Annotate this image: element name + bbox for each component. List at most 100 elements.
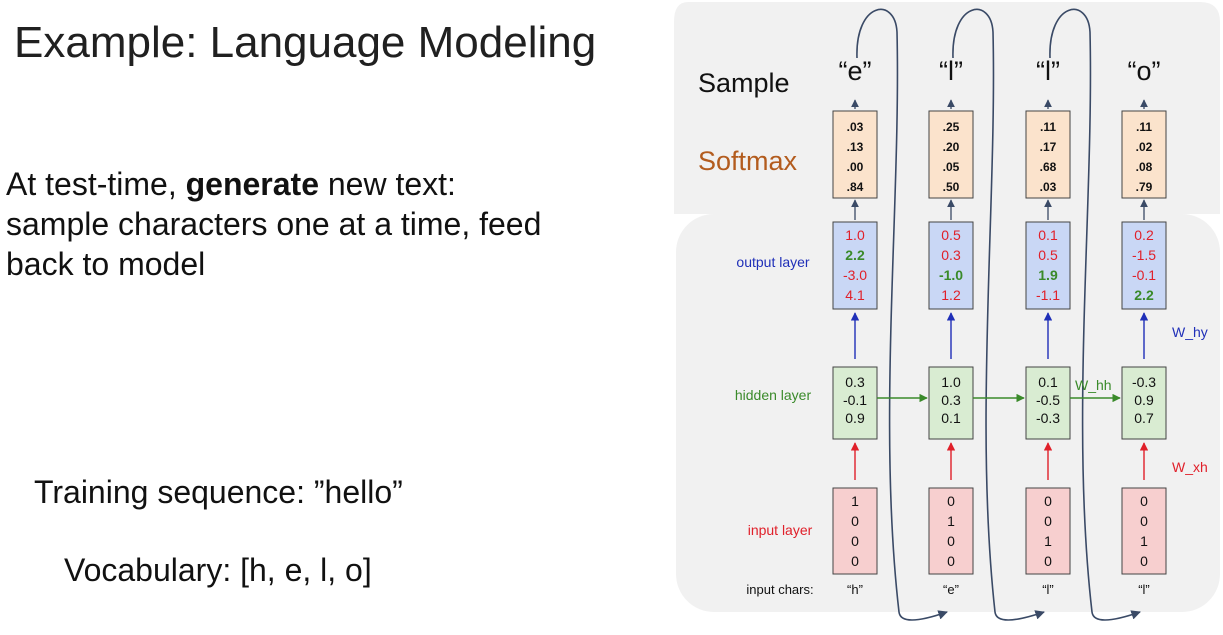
training-sequence-text: Training sequence: ”hello” — [34, 474, 403, 510]
softmax-value: .02 — [1136, 140, 1153, 154]
output-value: 0.1 — [1038, 227, 1058, 243]
output-box-2 — [928, 221, 974, 310]
input-value: 0 — [947, 533, 955, 549]
output-value: 0.2 — [1134, 227, 1154, 243]
softmax-value: .00 — [847, 160, 864, 174]
softmax-value: .11 — [1040, 120, 1056, 134]
input-value: 0 — [947, 493, 955, 509]
input-value: 1 — [1140, 533, 1148, 549]
sample-char-4: “o” — [1128, 56, 1161, 86]
softmax-box-1 — [832, 110, 878, 199]
hidden-box-2 — [928, 366, 974, 440]
output-value: 2.2 — [845, 247, 865, 263]
output-value: -1.0 — [939, 267, 963, 283]
output-box-4 — [1121, 221, 1167, 310]
input-char-2: “e” — [943, 582, 959, 597]
input-char-1: “h” — [847, 582, 863, 597]
hidden-box-4 — [1121, 366, 1167, 440]
output-box-1 — [832, 221, 878, 310]
input-value: 0 — [1140, 513, 1148, 529]
feedback-loop-2 — [952, 8, 1045, 621]
hidden-value: -0.5 — [1036, 392, 1060, 408]
input-value: 0 — [1044, 493, 1052, 509]
softmax-value: .20 — [943, 140, 960, 154]
output-layer-label: output layer — [736, 254, 809, 270]
softmax-value: .50 — [943, 180, 960, 194]
softmax-value: .11 — [1136, 120, 1152, 134]
output-value: -1.1 — [1036, 287, 1060, 303]
input-value: 0 — [1140, 553, 1148, 569]
hidden-value: 0.9 — [845, 410, 865, 426]
input-chars-label: input chars: — [746, 582, 813, 597]
softmax-value: .03 — [847, 120, 864, 134]
hidden-value: -0.3 — [1132, 374, 1156, 390]
hidden-value: 0.7 — [1134, 410, 1154, 426]
softmax-value: .05 — [943, 160, 960, 174]
softmax-value: .84 — [847, 180, 864, 194]
input-layer-label: input layer — [748, 522, 813, 538]
hidden-box-1 — [832, 366, 878, 440]
output-value: 4.1 — [845, 287, 865, 303]
softmax-row-label: Softmax — [698, 146, 798, 176]
panel-top-background — [674, 2, 1220, 214]
hidden-value: 0.3 — [845, 374, 865, 390]
input-box-1 — [832, 487, 878, 575]
input-char-4: “l” — [1138, 582, 1150, 597]
output-value: 0.3 — [941, 247, 961, 263]
output-value: -3.0 — [843, 267, 867, 283]
w-hy-label: W_hy — [1172, 324, 1208, 340]
output-value: 1.2 — [941, 287, 961, 303]
output-value: -1.5 — [1132, 247, 1156, 263]
softmax-value: .79 — [1136, 180, 1153, 194]
sample-row-label: Sample — [698, 68, 790, 98]
feedback-loop-3 — [1049, 8, 1141, 621]
softmax-box-4 — [1121, 110, 1167, 199]
input-value: 0 — [1044, 513, 1052, 529]
output-box-3 — [1025, 221, 1071, 310]
input-box-3 — [1025, 487, 1071, 575]
output-value: 1.9 — [1038, 267, 1058, 283]
sample-char-2: “l” — [939, 56, 963, 86]
output-value: 0.5 — [941, 227, 961, 243]
input-value: 0 — [851, 513, 859, 529]
input-value: 1 — [947, 513, 955, 529]
w-hh-label: W_hh — [1075, 377, 1112, 393]
softmax-value: .25 — [943, 120, 960, 134]
hidden-value: 0.3 — [941, 392, 961, 408]
input-value: 0 — [851, 533, 859, 549]
hidden-value: -0.1 — [843, 392, 867, 408]
description-before: At test-time, — [6, 166, 186, 202]
feedback-loop-1 — [856, 8, 948, 621]
hidden-value: 0.1 — [941, 410, 961, 426]
hidden-box-3 — [1025, 366, 1071, 440]
description-after: new text: sample characters one at a tim… — [6, 166, 542, 282]
input-value: 0 — [1044, 553, 1052, 569]
hidden-value: 0.9 — [1134, 392, 1154, 408]
softmax-value: .03 — [1040, 180, 1057, 194]
softmax-box-3 — [1025, 110, 1071, 199]
input-char-3: “l” — [1042, 582, 1054, 597]
softmax-value: .13 — [847, 140, 864, 154]
softmax-value: .08 — [1136, 160, 1153, 174]
description-text: At test-time, generate new text: sample … — [6, 164, 566, 284]
hidden-value: 1.0 — [941, 374, 961, 390]
hidden-layer-label: hidden layer — [735, 387, 812, 403]
sample-char-1: “e” — [839, 56, 872, 86]
input-value: 1 — [851, 493, 859, 509]
input-value: 1 — [1044, 533, 1052, 549]
input-value: 0 — [947, 553, 955, 569]
input-value: 0 — [1140, 493, 1148, 509]
hidden-value: -0.3 — [1036, 410, 1060, 426]
hidden-value: 0.1 — [1038, 374, 1058, 390]
vocabulary-text: Vocabulary: [h, e, l, o] — [64, 552, 372, 588]
input-box-2 — [928, 487, 974, 575]
softmax-value: .68 — [1040, 160, 1057, 174]
slide-title: Example: Language Modeling — [14, 18, 597, 67]
softmax-value: .17 — [1040, 140, 1057, 154]
input-value: 0 — [851, 553, 859, 569]
output-value: 2.2 — [1134, 287, 1154, 303]
softmax-box-2 — [928, 110, 974, 199]
description-bold-word: generate — [185, 166, 319, 202]
input-box-4 — [1121, 487, 1167, 575]
